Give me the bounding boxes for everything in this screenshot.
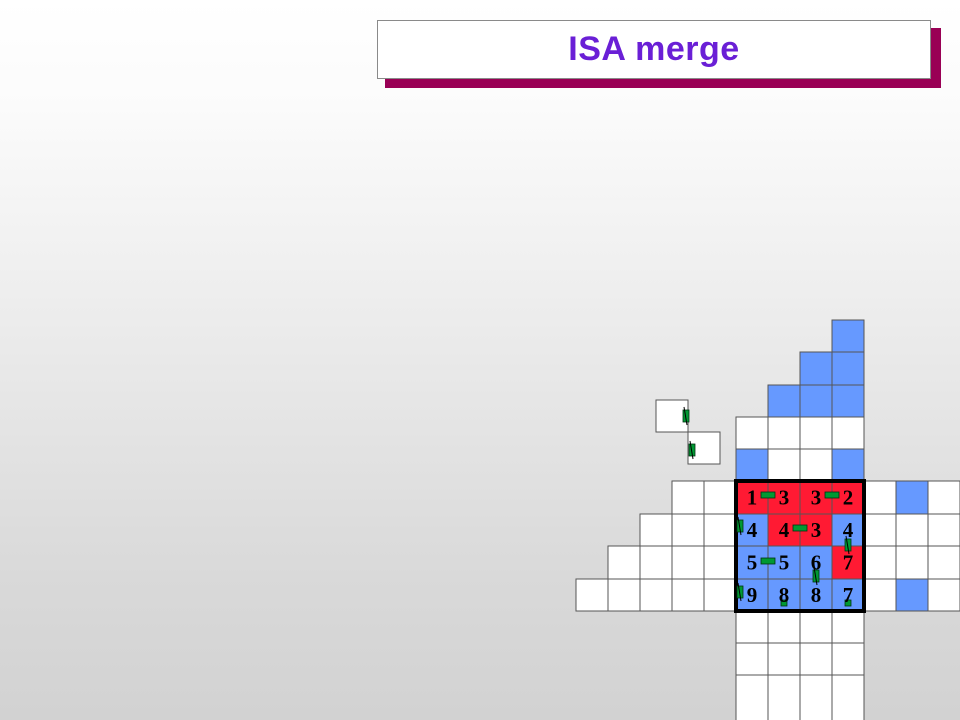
cell-label: 1 xyxy=(747,486,758,510)
cell-label: 3 xyxy=(811,518,822,542)
grid-cell xyxy=(927,578,960,612)
link-connector xyxy=(760,491,776,499)
grid-cell xyxy=(863,513,897,547)
cell-label: 7 xyxy=(843,583,854,607)
cell-label: 3 xyxy=(811,486,822,510)
grid-cell xyxy=(927,480,960,515)
grid-cell xyxy=(703,578,737,612)
cell-label: 5 xyxy=(779,551,790,575)
grid-cell xyxy=(831,351,865,386)
grid-cell xyxy=(639,578,673,612)
link-connector xyxy=(688,440,696,460)
cell-label: 9 xyxy=(747,583,758,607)
grid-cell xyxy=(735,416,769,450)
grid-cell xyxy=(799,448,833,482)
cell-label: 6 xyxy=(811,551,822,575)
link-connector xyxy=(736,516,744,536)
grid-cell xyxy=(767,642,801,676)
grid-cell xyxy=(735,674,769,720)
merge-links xyxy=(682,406,852,607)
link-connector xyxy=(844,535,852,555)
grid-cell xyxy=(831,319,865,353)
grid-cell xyxy=(671,578,705,612)
grid-cell xyxy=(831,545,865,580)
grid-cell xyxy=(831,416,865,450)
cell-label: 5 xyxy=(747,551,758,575)
link-connector xyxy=(792,524,808,532)
grid-cell xyxy=(831,610,865,644)
grid-cell xyxy=(639,545,673,580)
grid-cell xyxy=(735,610,769,644)
link-connector xyxy=(844,599,852,607)
grid-cell xyxy=(927,545,960,580)
grid-cell xyxy=(831,674,865,720)
grid-cell xyxy=(671,480,705,515)
grid-cell xyxy=(767,416,801,450)
grid-cell xyxy=(767,384,801,418)
cell-label: 7 xyxy=(843,551,854,575)
grid-cell xyxy=(799,642,833,676)
grid-cell xyxy=(639,513,673,547)
grid-cell xyxy=(703,480,737,515)
cell-label: 3 xyxy=(779,486,790,510)
link-connector xyxy=(736,582,744,602)
grid-cell xyxy=(895,578,929,612)
grid-cell xyxy=(575,578,609,612)
cell-label: 4 xyxy=(779,518,790,542)
link-connector xyxy=(824,491,840,499)
cell-label: 4 xyxy=(843,518,854,542)
grid-cell xyxy=(799,674,833,720)
grid-cell xyxy=(895,480,929,515)
grid-cell xyxy=(799,384,833,418)
cell-label: 4 xyxy=(747,518,758,542)
grid-cell xyxy=(703,545,737,580)
grid-cell xyxy=(767,610,801,644)
grid-cell xyxy=(767,674,801,720)
slide-title: ISA merge xyxy=(568,30,740,68)
cell-label: 8 xyxy=(811,583,822,607)
cell-label: 8 xyxy=(779,583,790,607)
grid-cell xyxy=(831,642,865,676)
cell-label: 2 xyxy=(843,486,854,510)
grid-cell xyxy=(671,513,705,547)
grid-cell xyxy=(607,578,641,612)
grid-cell xyxy=(863,545,897,580)
grid-cell xyxy=(831,448,865,482)
grid-cell xyxy=(799,416,833,450)
grid-cell xyxy=(927,513,960,547)
grid-cell xyxy=(799,610,833,644)
merge-region xyxy=(734,479,866,613)
link-connector xyxy=(682,406,690,426)
grid-cell xyxy=(831,384,865,418)
grid-cell xyxy=(863,578,897,612)
grid-cell xyxy=(703,513,737,547)
grid-cell xyxy=(735,642,769,676)
grid-cell xyxy=(863,480,897,515)
link-connector xyxy=(780,599,788,607)
grid-cell xyxy=(799,351,833,386)
grid-cells xyxy=(575,319,960,720)
grid-cell xyxy=(671,545,705,580)
grid-cell xyxy=(607,545,641,580)
grid-cell xyxy=(895,513,929,547)
grid-cell xyxy=(735,448,769,482)
link-connector xyxy=(812,566,820,586)
merge-region-outline xyxy=(734,479,866,613)
title-box: ISA merge xyxy=(377,20,931,79)
grid-cell xyxy=(895,545,929,580)
link-connector xyxy=(760,557,776,565)
grid-cell xyxy=(767,448,801,482)
